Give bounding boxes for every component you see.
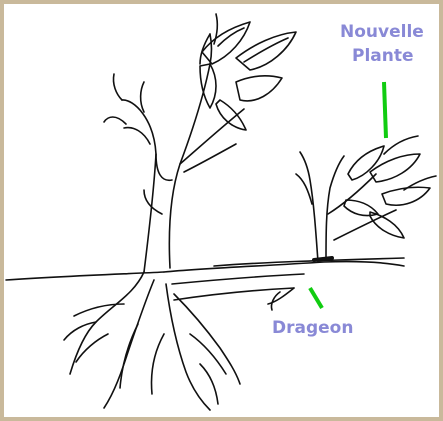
new-plant-pointer: [384, 82, 386, 138]
label-new-plant-line2: Plante: [352, 46, 414, 66]
parent-tree-icon: [104, 14, 296, 272]
sapling-icon: [296, 136, 436, 262]
root-system-icon: [64, 272, 240, 410]
sucker-pointer: [310, 288, 322, 308]
label-new-plant-line1: Nouvelle: [340, 22, 424, 42]
diagram-canvas: Nouvelle Plante Drageon: [4, 4, 439, 417]
label-sucker: Drageon: [272, 318, 353, 338]
runner-root: [164, 262, 404, 272]
